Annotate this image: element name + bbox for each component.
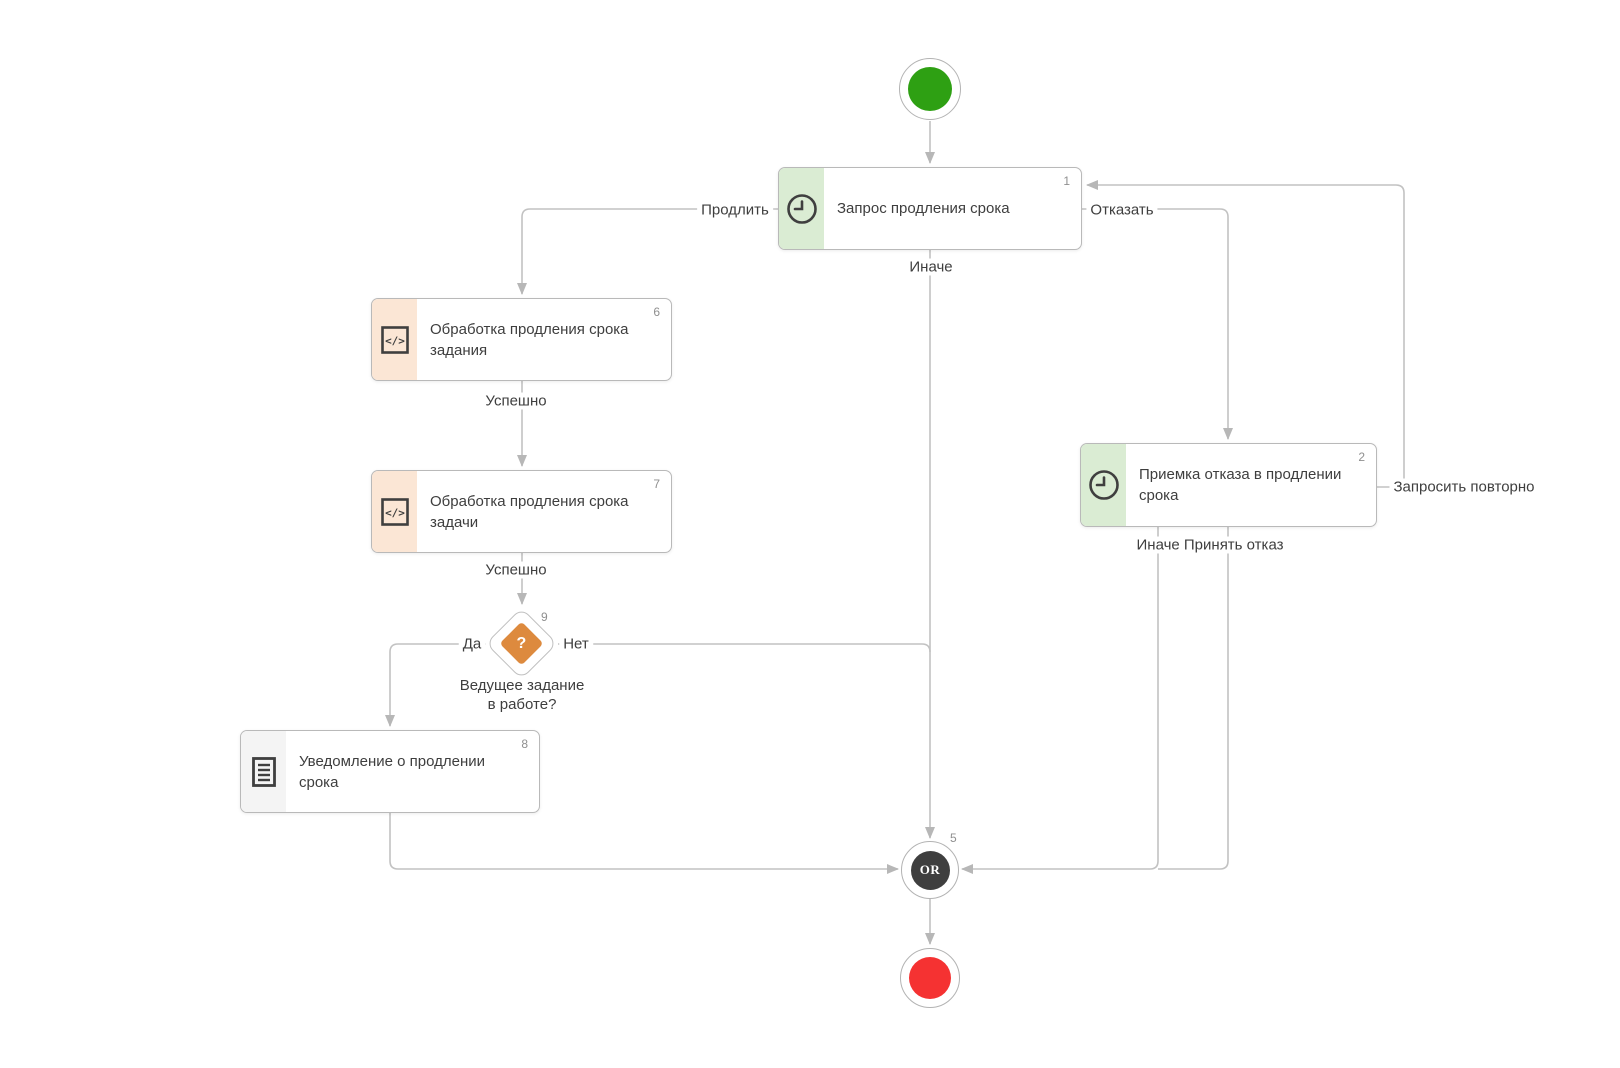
svg-text:</>: </>: [385, 334, 405, 347]
edge-no: [558, 643, 931, 653]
svg-text:</>: </>: [385, 506, 405, 519]
node-number: 9: [541, 610, 548, 624]
node-title: Запрос продления срока: [837, 200, 1010, 217]
script-panel: </>: [372, 299, 417, 380]
decision-symbol: ?: [516, 634, 527, 652]
code-icon: </>: [380, 497, 409, 526]
edge-yes: [385, 643, 486, 727]
node-number: 5: [950, 831, 957, 845]
edge-refuse: [1082, 208, 1233, 440]
edge-label-success: Успешно: [481, 392, 551, 410]
or-gateway-icon: OR: [910, 850, 950, 890]
or-gateway-label: OR: [919, 862, 941, 877]
end-event-icon: [909, 957, 951, 999]
node-process-extension-task[interactable]: </> Обработка продления срока задачи 7: [371, 470, 672, 553]
clock-icon: [786, 193, 817, 224]
node-number: 8: [521, 737, 528, 751]
document-icon: [251, 756, 276, 787]
end-event[interactable]: [900, 948, 960, 1008]
edge-label-no: Нет: [559, 635, 593, 653]
question-icon: ?: [499, 621, 544, 666]
decision-caption: Ведущее задание в работе?: [459, 677, 585, 713]
edge-label-refuse: Отказать: [1086, 201, 1158, 219]
edge-notification-to-or: [389, 813, 899, 874]
edge-label-yes: Да: [458, 635, 486, 653]
edge-request-again: [1086, 180, 1405, 488]
node-number: 2: [1358, 450, 1365, 464]
timer-panel: [779, 168, 824, 249]
edge-label-request-again: Запросить повторно: [1389, 478, 1539, 496]
node-number: 7: [653, 477, 660, 491]
node-request-extension[interactable]: Запрос продления срока 1: [778, 167, 1082, 250]
edge-prolong: [517, 208, 778, 295]
edge-label-otherwise-accept: Иначе Принять отказ: [1132, 536, 1288, 554]
edge-label-otherwise: Иначе: [905, 258, 957, 276]
edge-label-success: Успешно: [481, 561, 551, 579]
edge-label-prolong: Продлить: [697, 201, 773, 219]
node-title: Уведомление о продлении срока: [299, 752, 486, 791]
node-title: Обработка продления срока задания: [430, 320, 629, 359]
start-event[interactable]: [899, 58, 961, 120]
start-event-icon: [908, 67, 952, 111]
node-number: 1: [1063, 174, 1070, 188]
edge-otherwise-accept-right: [1158, 527, 1229, 870]
script-panel: </>: [372, 471, 417, 552]
node-extension-notification[interactable]: Уведомление о продлении срока 8: [240, 730, 540, 813]
node-title: Приемка отказа в продлении срока: [1139, 466, 1342, 504]
notification-panel: [241, 731, 286, 812]
node-rejection-acceptance[interactable]: Приемка отказа в продлении срока 2: [1080, 443, 1377, 527]
edge-otherwise-accept-left: [961, 527, 1159, 874]
timer-panel: [1081, 444, 1126, 526]
node-title: Обработка продления срока задачи: [430, 492, 629, 531]
clock-icon: [1088, 470, 1119, 500]
node-number: 6: [653, 305, 660, 319]
node-process-extension-assignment[interactable]: </> Обработка продления срока задания 6: [371, 298, 672, 381]
code-icon: </>: [380, 325, 409, 354]
node-or-gateway[interactable]: OR: [901, 841, 959, 899]
